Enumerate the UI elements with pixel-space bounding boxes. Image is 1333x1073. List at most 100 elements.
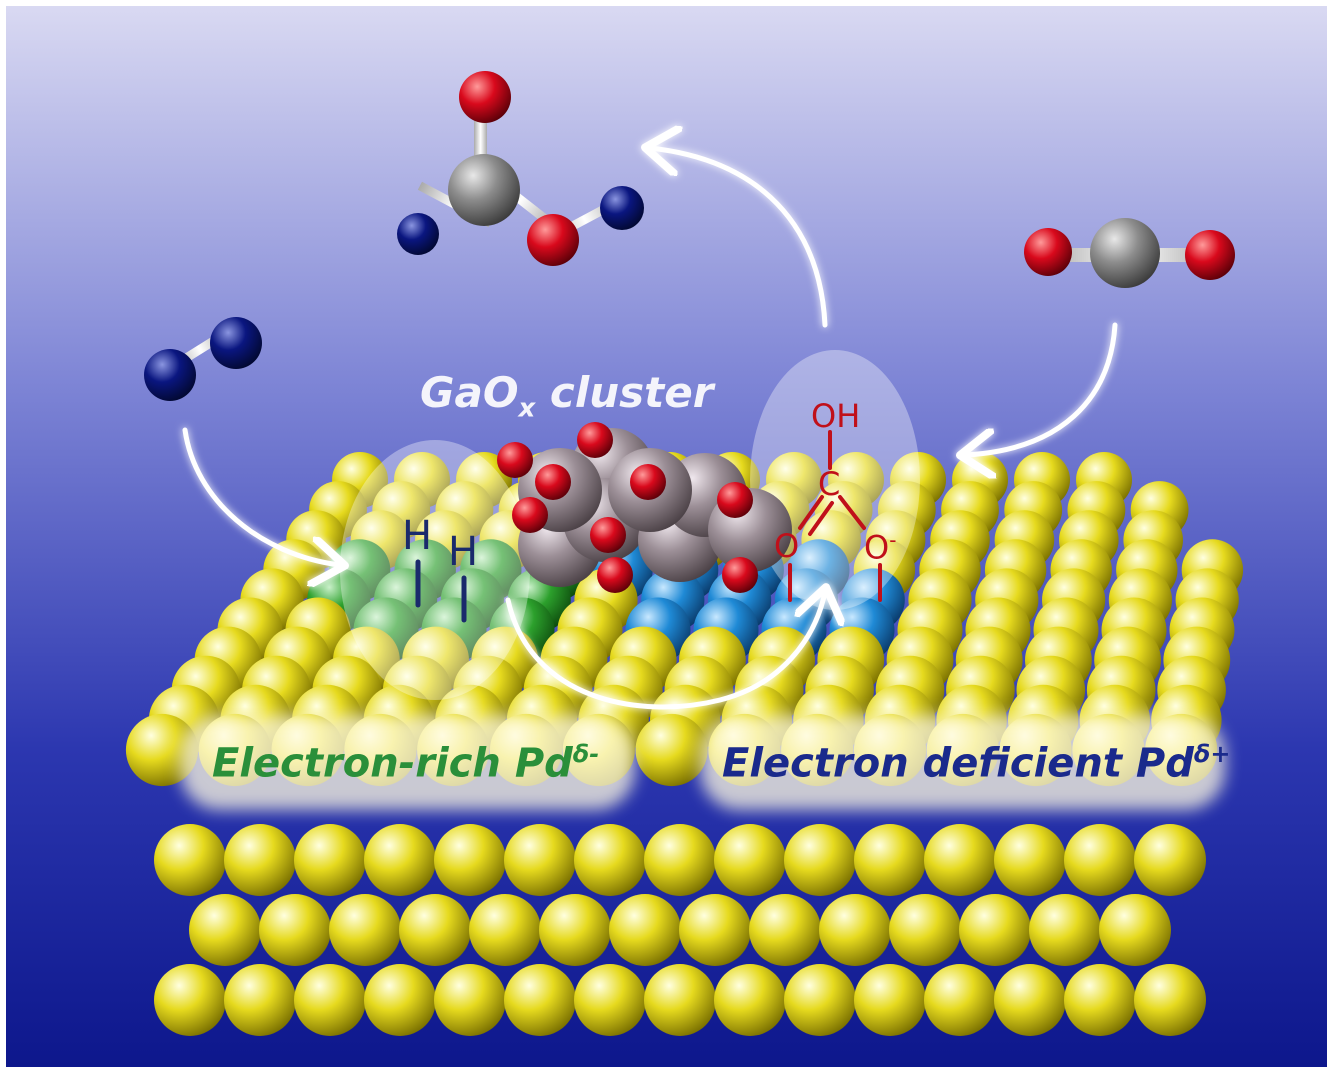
pd-atom — [784, 964, 856, 1036]
carbonate-bonds — [788, 430, 882, 602]
pd-atom — [1064, 824, 1136, 896]
cluster-word: cluster — [535, 368, 714, 417]
o-atom — [597, 557, 633, 593]
pd-atom — [189, 894, 261, 966]
adsorption-halos — [340, 350, 920, 700]
c-atom — [448, 154, 520, 226]
c-atom — [1090, 218, 1160, 288]
pd-atom — [609, 894, 681, 966]
pd-atom — [749, 894, 821, 966]
co2-molecule — [1024, 218, 1235, 288]
pd-atom — [1134, 964, 1206, 1036]
pd-atom — [154, 964, 226, 1036]
h-label-left: H — [402, 513, 433, 559]
pd-atom — [1134, 824, 1206, 896]
c-o-double-bond — [808, 501, 834, 536]
pd-atom — [1029, 894, 1101, 966]
pd-atom — [539, 894, 611, 966]
h-label-right: H — [448, 529, 479, 575]
o-atom — [497, 442, 533, 478]
pd-atom — [574, 964, 646, 1036]
pd-atom — [854, 824, 926, 896]
cluster-formula: GaO — [420, 368, 519, 417]
pd-atom — [574, 824, 646, 896]
o-atom — [722, 557, 758, 593]
h-atom — [397, 213, 439, 255]
o-atom — [1185, 230, 1235, 280]
pd-atom — [434, 824, 506, 896]
pd-atom — [154, 824, 226, 896]
pd-atom — [889, 894, 961, 966]
o-atom — [577, 422, 613, 458]
pd-atom — [714, 824, 786, 896]
electron-deficient-text: Electron deficient Pd — [722, 740, 1194, 787]
pd-atom — [364, 964, 436, 1036]
pd-atom — [364, 824, 436, 896]
pd-atom — [924, 824, 996, 896]
pd-atom — [644, 824, 716, 896]
o-atom — [717, 482, 753, 518]
o-atom — [590, 517, 626, 553]
cluster-subscript: x — [518, 393, 536, 424]
pd-atom — [399, 894, 471, 966]
h2-in-arrow — [182, 427, 340, 565]
reaction-arrows — [182, 148, 1118, 710]
deficient-label-glow — [700, 715, 1225, 810]
pd-atom — [224, 824, 296, 896]
pd-atom — [259, 894, 331, 966]
pd-atom — [819, 894, 891, 966]
pd-atom — [854, 964, 926, 1036]
pd-atom — [924, 964, 996, 1036]
h-atom — [144, 349, 196, 401]
h2-adsorption-halo — [340, 440, 530, 700]
pd-atom — [469, 894, 541, 966]
c-o-double-bond — [798, 495, 824, 530]
c-label: C — [818, 465, 841, 503]
o-atom — [459, 71, 511, 123]
pd-atom — [329, 894, 401, 966]
o-label-left: O — [774, 527, 800, 565]
rich-label-glow — [180, 715, 635, 810]
pd-atom — [504, 824, 576, 896]
pd-atom — [679, 894, 751, 966]
o-atom — [535, 464, 571, 500]
o-atom — [1024, 228, 1072, 276]
pd-atom — [224, 964, 296, 1036]
o-atom — [527, 214, 579, 266]
product-out-arrow — [650, 148, 828, 328]
c-o-single-bond — [838, 495, 866, 530]
electron-rich-text: Electron-rich Pd — [212, 740, 573, 787]
electron-rich-superscript: δ- — [572, 740, 600, 768]
o-atom — [512, 497, 548, 533]
pd-atom — [959, 894, 1031, 966]
pd-atom — [635, 713, 708, 787]
pd-atom — [1064, 964, 1136, 1036]
o-right-symbol: O — [864, 528, 890, 567]
electron-deficient-superscript: δ+ — [1193, 740, 1231, 768]
pd-atom — [994, 964, 1066, 1036]
electron-rich-label: Electron-rich Pdδ- — [212, 740, 599, 786]
formic-acid-molecule — [397, 71, 644, 266]
pd-atom — [1099, 894, 1171, 966]
o-label-right: O- — [864, 530, 896, 564]
co2-in-arrow — [965, 322, 1118, 455]
pd-atom — [294, 824, 366, 896]
gaox-cluster-label: GaOx cluster — [420, 368, 713, 423]
pd-atom — [434, 964, 506, 1036]
pd-atom — [994, 824, 1066, 896]
gaox-cluster — [497, 422, 792, 593]
pd-atom — [784, 824, 856, 896]
o-atom — [630, 464, 666, 500]
h-atom — [210, 317, 262, 369]
electron-deficient-label: Electron deficient Pdδ+ — [722, 740, 1230, 786]
h-adsorbate-bonds — [415, 559, 467, 623]
pd-atom — [294, 964, 366, 1036]
o-right-charge: - — [889, 528, 897, 552]
oh-label: OH — [811, 397, 861, 435]
h2-molecule — [144, 317, 262, 401]
label-glow-bands — [180, 715, 1225, 810]
pd-atom — [644, 964, 716, 1036]
spillover-arrow — [505, 592, 825, 710]
